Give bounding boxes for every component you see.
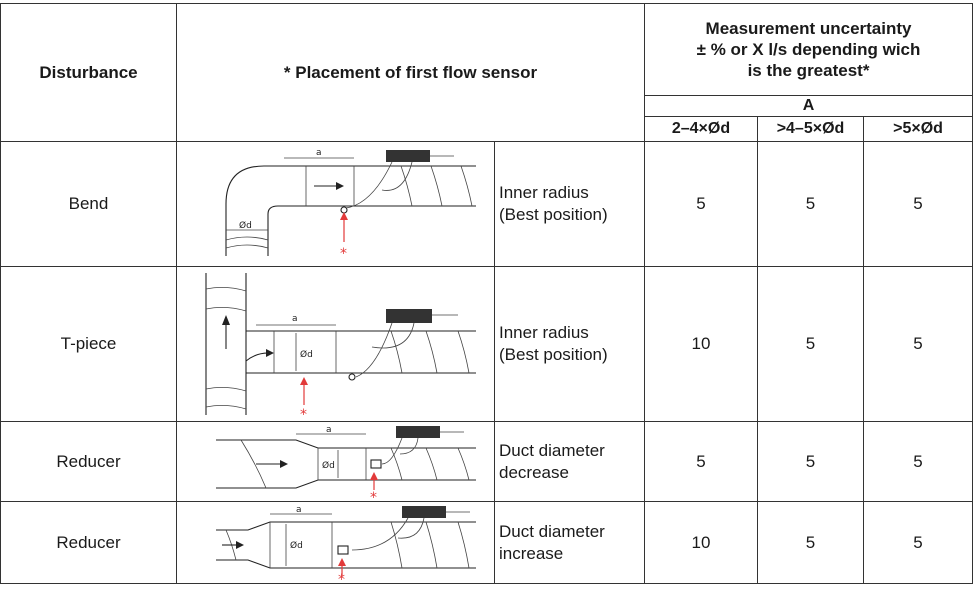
dimension-a-label: a xyxy=(296,505,302,515)
bend-sensor-diagram: a Ød * xyxy=(224,148,476,262)
diagram-cell: a Ød * xyxy=(176,141,495,267)
t-piece-sensor-diagram: a Ød * xyxy=(204,273,476,419)
position-line2: (Best position) xyxy=(499,205,608,224)
diameter-label: Ød xyxy=(239,220,252,231)
value-2-4: 5 xyxy=(644,141,758,267)
header-uncertainty-line3: is the greatest* xyxy=(747,61,870,80)
diameter-label: Ød xyxy=(290,540,303,551)
value-5: 5 xyxy=(862,501,974,584)
table-row: Reducer a Ød * xyxy=(0,421,974,502)
marker-label: * xyxy=(340,246,347,262)
header-disturbance: Disturbance xyxy=(0,3,177,142)
value-4-5: 5 xyxy=(757,141,864,267)
position-line1: Duct diameter xyxy=(499,521,605,541)
value-5: 5 xyxy=(862,266,974,422)
reducer-increase-diagram: a Ød * xyxy=(215,505,476,582)
disturbance-cell: T-piece xyxy=(0,266,177,422)
position-line2: decrease xyxy=(499,462,569,482)
reducer-decrease-diagram: a Ød * xyxy=(215,425,476,500)
header-col-2-4: 2–4×Ød xyxy=(644,116,758,142)
diameter-label: Ød xyxy=(322,460,335,471)
position-line1: Inner radius xyxy=(499,323,589,342)
disturbance-cell: Reducer xyxy=(0,421,177,502)
header-placement: * Placement of first flow sensor xyxy=(176,3,645,142)
header-group-a: A xyxy=(643,95,974,117)
position-line1: Duct diameter xyxy=(499,440,605,460)
value-4-5: 5 xyxy=(757,421,864,502)
marker-label: * xyxy=(370,490,377,500)
header-uncertainty: Measurement uncertainty ± % or X l/s dep… xyxy=(643,3,974,96)
header-col-4-5: >4–5×Ød xyxy=(757,116,864,142)
marker-label: * xyxy=(338,572,345,582)
position-cell: Inner radius (Best position) xyxy=(494,141,645,267)
value-5: 5 xyxy=(862,421,974,502)
position-cell: Duct diameter increase xyxy=(494,501,645,584)
value-2-4: 5 xyxy=(644,421,758,502)
position-line2: (Best position) xyxy=(499,345,608,364)
value-2-4: 10 xyxy=(644,501,758,584)
table-row: Reducer a Ød * xyxy=(0,501,974,584)
position-line2: increase xyxy=(499,543,564,563)
header-uncertainty-line2: ± % or X l/s depending wich xyxy=(696,40,921,59)
value-4-5: 5 xyxy=(757,266,864,422)
value-5: 5 xyxy=(862,141,974,267)
marker-label: * xyxy=(300,407,307,419)
position-cell: Duct diameter decrease xyxy=(494,421,645,502)
table-row: T-piece a Ød xyxy=(0,266,974,422)
disturbance-cell: Bend xyxy=(0,141,177,267)
header-uncertainty-line1: Measurement uncertainty xyxy=(705,19,912,38)
diagram-cell: a Ød * xyxy=(176,421,495,502)
disturbance-cell: Reducer xyxy=(0,501,177,584)
flow-sensor-placement-table: Disturbance * Placement of first flow se… xyxy=(0,3,974,584)
diameter-label: Ød xyxy=(300,349,313,360)
diagram-cell: a Ød * xyxy=(176,266,495,422)
dimension-a-label: a xyxy=(316,148,322,158)
position-cell: Inner radius (Best position) xyxy=(494,266,645,422)
diagram-cell: a Ød * xyxy=(176,501,495,584)
value-2-4: 10 xyxy=(644,266,758,422)
table-row: Bend a Ød xyxy=(0,141,974,267)
header-col-5: >5×Ød xyxy=(862,116,974,142)
dimension-a-label: a xyxy=(326,425,332,435)
value-4-5: 5 xyxy=(757,501,864,584)
position-line1: Inner radius xyxy=(499,183,589,202)
dimension-a-label: a xyxy=(292,314,298,324)
